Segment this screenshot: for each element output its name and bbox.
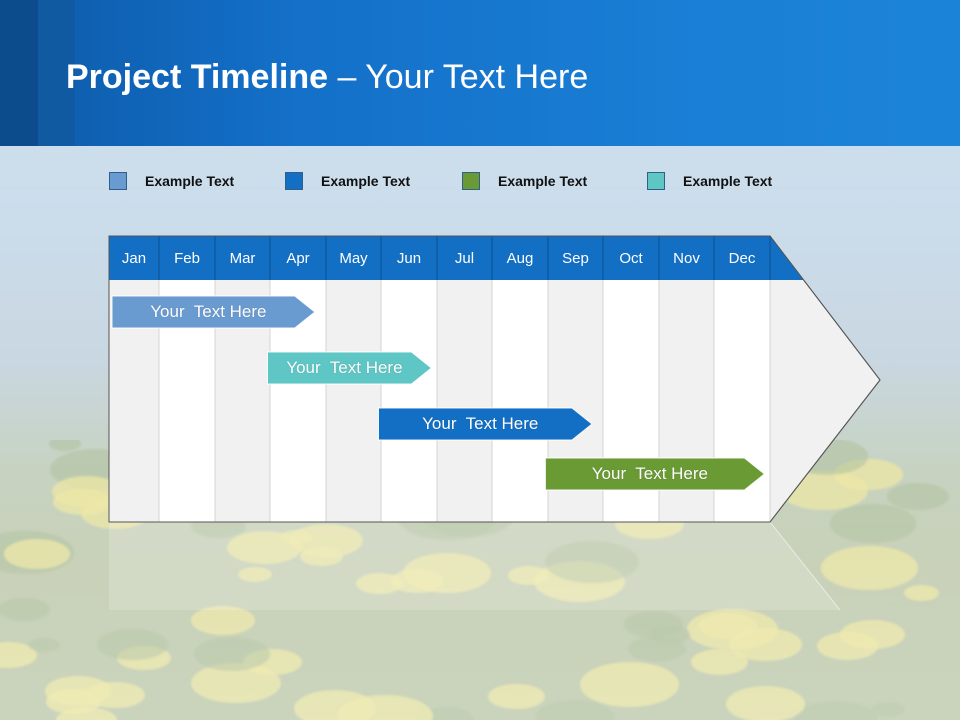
month-label-nov: Nov	[673, 249, 700, 267]
background-flower	[402, 553, 492, 593]
background-flower	[903, 585, 940, 602]
banner-accent-stripe	[38, 0, 75, 146]
background-flower	[579, 662, 680, 707]
background-flower	[48, 440, 82, 451]
background-flower	[817, 632, 879, 660]
background-flower	[728, 628, 802, 662]
background-flower	[820, 546, 919, 591]
month-header-band	[109, 236, 804, 280]
legend-item: Example Text	[462, 172, 587, 190]
month-label-apr: Apr	[286, 249, 310, 267]
legend-item: Example Text	[285, 172, 410, 190]
background-flower	[794, 701, 878, 720]
background-flower	[534, 700, 616, 720]
background-flower	[28, 637, 61, 652]
slide-title: Project Timeline – Your Text Here	[66, 58, 588, 97]
timeline-column	[326, 280, 381, 522]
legend-label: Example Text	[321, 173, 411, 189]
slide-title-bold: Project Timeline	[66, 58, 329, 96]
task-bar-1	[111, 295, 316, 329]
legend-swatch	[462, 172, 480, 190]
background-flower	[190, 605, 256, 635]
month-label-sep: Sep	[562, 249, 589, 267]
legend-item: Example Text	[109, 172, 234, 190]
task-bar-2	[267, 351, 433, 385]
timeline-reflection-edge	[769, 521, 841, 611]
background-flower	[830, 504, 916, 543]
background-flower	[193, 637, 270, 672]
task-bar-3	[378, 407, 593, 441]
title-banner: Project Timeline – Your Text Here	[0, 0, 960, 146]
background-flower	[887, 482, 949, 511]
background-flower	[648, 625, 690, 644]
background-flower	[3, 538, 70, 569]
background-flower	[96, 628, 168, 661]
legend-label: Example Text	[145, 173, 235, 189]
task-bar-label-2: Your Text Here	[286, 358, 403, 377]
background-flower	[85, 681, 145, 709]
task-bar-4	[544, 457, 766, 491]
task-bar-label-1: Your Text Here	[150, 302, 267, 321]
month-label-oct: Oct	[619, 249, 643, 267]
month-label-jan: Jan	[121, 249, 147, 267]
timeline-column	[437, 280, 492, 522]
background-flower	[238, 566, 273, 582]
month-label-may: May	[339, 249, 368, 267]
background-flower	[55, 707, 117, 720]
background-flower	[355, 572, 404, 595]
background-flower	[545, 540, 639, 583]
legend-swatch	[109, 172, 127, 190]
banner-accent-stripe-dark	[0, 0, 38, 146]
timeline-column	[381, 280, 437, 522]
background-flower	[488, 683, 545, 710]
legend-swatch	[647, 172, 665, 190]
timeline-arrow-outline	[108, 235, 881, 523]
timeline-column	[492, 280, 548, 522]
background-flower	[52, 488, 112, 516]
legend-item: Example Text	[647, 172, 772, 190]
background-flower	[0, 598, 50, 622]
background-flower	[290, 523, 363, 557]
task-bar-label-3: Your Text Here	[422, 414, 539, 433]
background-flower	[227, 530, 302, 565]
month-label-jul: Jul	[454, 249, 475, 267]
task-bar-label-4: Your Text Here	[591, 464, 709, 483]
background-flower	[871, 701, 906, 717]
legend-label: Example Text	[498, 173, 588, 189]
legend-label: Example Text	[683, 173, 773, 189]
legend-swatch	[285, 172, 303, 190]
timeline-reflection	[109, 522, 840, 610]
slide-title-rest: – Your Text Here	[328, 58, 589, 96]
month-label-dec: Dec	[728, 249, 756, 267]
month-label-aug: Aug	[506, 249, 534, 267]
month-label-mar: Mar	[229, 249, 256, 267]
month-label-feb: Feb	[174, 249, 200, 267]
background-flower	[725, 686, 805, 720]
month-label-jun: Jun	[396, 249, 422, 267]
